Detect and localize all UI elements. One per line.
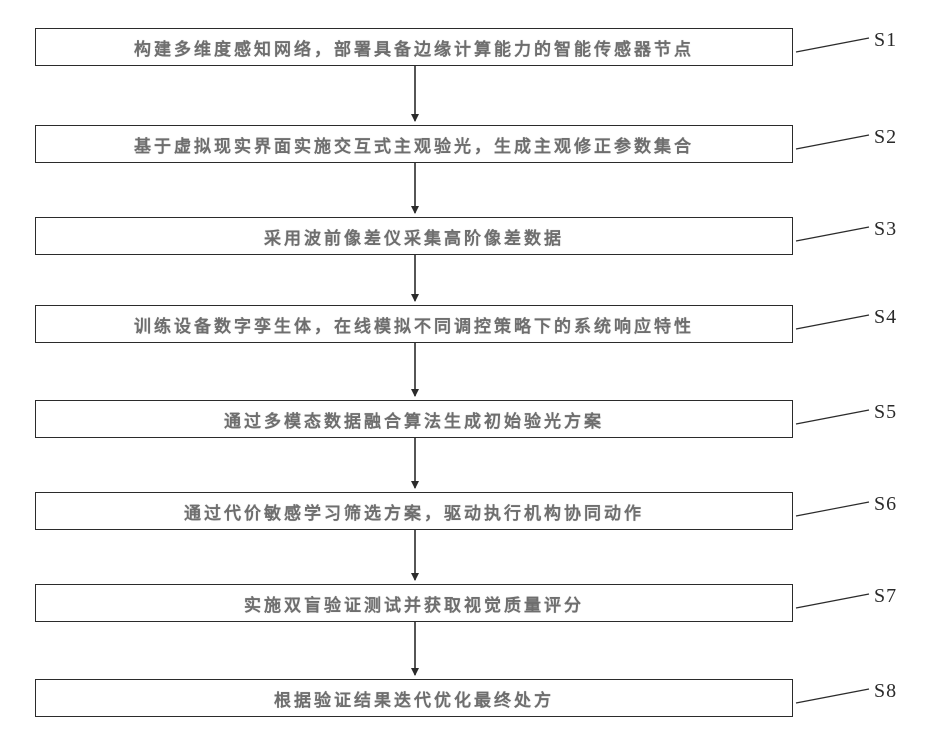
flow-step-text-8: 根据验证结果迭代优化最终处方 [274,690,554,710]
flow-step-box-3: 采用波前像差仪采集高阶像差数据 [35,217,793,255]
step-label-s7: S7 [874,585,898,607]
leader-line-s6 [795,501,870,517]
flow-step-text-3: 采用波前像差仪采集高阶像差数据 [264,228,564,248]
step-label-s2: S2 [874,126,898,148]
leader-line-s1 [795,37,870,53]
step-label-s3: S3 [874,218,898,240]
leader-line-s2 [795,134,870,150]
flow-step-box-1: 构建多维度感知网络，部署具备边缘计算能力的智能传感器节点 [35,28,793,66]
leader-line-s5 [795,409,870,425]
leader-line-s7 [795,593,870,609]
flow-step-text-2: 基于虚拟现实界面实施交互式主观验光，生成主观修正参数集合 [134,136,694,156]
flow-step-box-4: 训练设备数字孪生体，在线模拟不同调控策略下的系统响应特性 [35,305,793,343]
flow-step-text-1: 构建多维度感知网络，部署具备边缘计算能力的智能传感器节点 [134,39,694,59]
flow-step-text-6: 通过代价敏感学习筛选方案，驱动执行机构协同动作 [184,503,644,523]
leader-line-s8 [795,688,870,704]
flow-step-box-2: 基于虚拟现实界面实施交互式主观验光，生成主观修正参数集合 [35,125,793,163]
flow-step-box-5: 通过多模态数据融合算法生成初始验光方案 [35,400,793,438]
step-label-s6: S6 [874,493,898,515]
step-label-s1: S1 [874,29,898,51]
leader-line-s3 [795,226,870,242]
leader-line-s4 [795,314,870,330]
flow-step-box-6: 通过代价敏感学习筛选方案，驱动执行机构协同动作 [35,492,793,530]
step-label-s4: S4 [874,306,898,328]
flow-step-text-4: 训练设备数字孪生体，在线模拟不同调控策略下的系统响应特性 [134,316,694,336]
flow-step-box-8: 根据验证结果迭代优化最终处方 [35,679,793,717]
flow-step-text-7: 实施双盲验证测试并获取视觉质量评分 [244,595,584,615]
step-label-s8: S8 [874,680,898,702]
flow-step-text-5: 通过多模态数据融合算法生成初始验光方案 [224,411,604,431]
step-label-s5: S5 [874,401,898,423]
flow-step-box-7: 实施双盲验证测试并获取视觉质量评分 [35,584,793,622]
